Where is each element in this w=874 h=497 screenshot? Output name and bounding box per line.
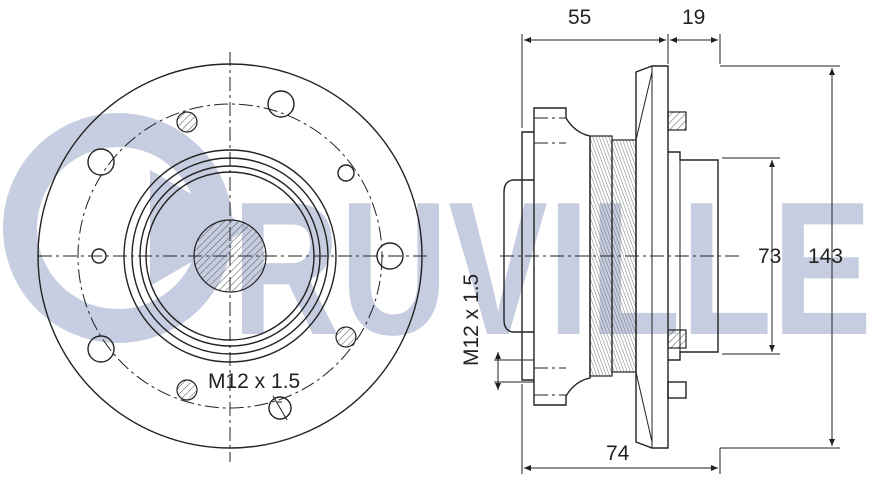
hole-large-left-upper <box>87 148 115 176</box>
bolt-circle <box>77 103 383 409</box>
hole-large-top <box>267 90 295 118</box>
watermark-text: RUVILLE <box>232 163 872 375</box>
bearing-section-left <box>589 135 613 377</box>
hub-ring-outer <box>123 149 337 363</box>
side-thread-label: M12 x 1.5 <box>460 274 483 366</box>
bearing-section-right <box>611 139 637 373</box>
flange-taper-bottom <box>635 371 653 443</box>
end-cap <box>521 131 534 381</box>
dim-label-143: 143 <box>808 245 843 268</box>
bolt-hole-hatched-top <box>176 111 198 133</box>
pilot-spigot <box>668 151 719 361</box>
inner-stub-flange <box>533 107 591 406</box>
front-thread-label: M12 x 1.5 <box>208 370 300 393</box>
dim-label-73: 73 <box>758 245 781 268</box>
hub-center-hatched <box>193 219 267 293</box>
stud-lower <box>667 329 687 349</box>
outer-flange-circle <box>37 63 423 449</box>
hub-ring-3 <box>139 165 321 347</box>
hole-small-left <box>91 248 107 264</box>
dim-label-55: 55 <box>568 6 591 29</box>
stud-top <box>667 111 687 131</box>
hub-ring-2 <box>131 157 329 355</box>
ruville-watermark: RUVILLE <box>3 113 872 375</box>
front-view: M12 x 1.5 <box>37 52 428 462</box>
hole-small-right-upper <box>337 164 355 182</box>
dim-label-19: 19 <box>682 6 705 29</box>
bolt-hole-hatched-right <box>335 326 357 348</box>
inner-cap-profile <box>503 179 534 333</box>
flange-taper-top <box>635 71 653 141</box>
stud-bottom <box>667 381 687 399</box>
hole-large-left-lower <box>87 335 115 363</box>
hole-large-right <box>376 242 404 270</box>
dim-label-74: 74 <box>606 442 630 465</box>
hub-ring-4 <box>145 171 315 341</box>
thread-gauge-icon <box>268 395 292 421</box>
side-view: 55 19 73 143 74 M12 x 1.5 <box>460 6 843 474</box>
bolt-hole-hatched-bottom <box>176 379 198 401</box>
